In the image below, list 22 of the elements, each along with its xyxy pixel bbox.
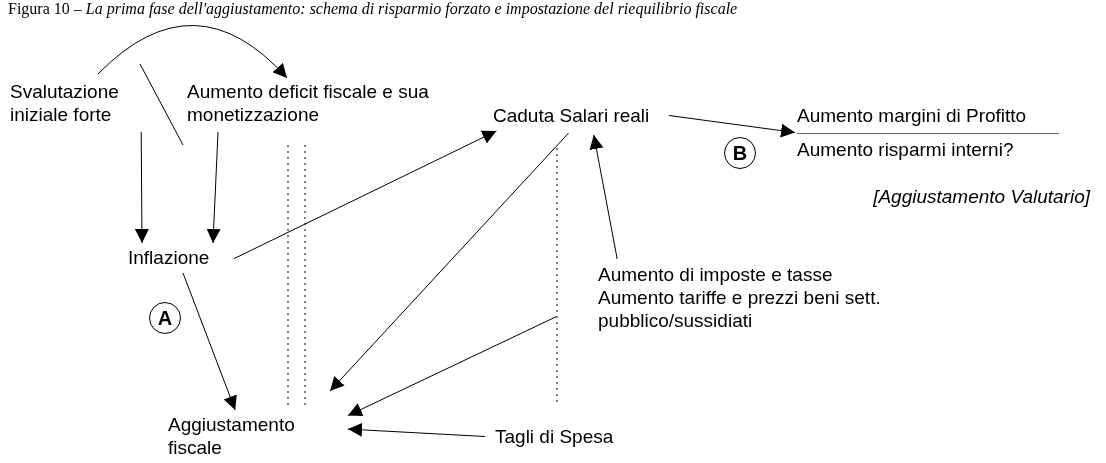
node-text: Aumento deficit fiscale e sua monetizzazione — [187, 80, 430, 126]
arrow — [329, 132, 570, 392]
node-text: Aumento tariffe e prezzi beni sett. pubblico/sussidiati — [598, 286, 882, 332]
arrow — [134, 131, 149, 244]
note-text: [Aggiustamento Valutario] — [873, 186, 1090, 208]
arrow — [233, 130, 497, 260]
node-text: Aumento risparmi interni? — [797, 133, 1059, 161]
node-text: Inflazione — [128, 246, 211, 269]
node-text: Aumento margini di Profitto — [797, 104, 1028, 127]
node-text: Aggiustamento fiscale — [168, 413, 296, 459]
arrow — [97, 25, 288, 79]
node-text: Caduta Salari reali — [493, 104, 651, 127]
arrow — [206, 131, 221, 244]
arrow — [347, 422, 486, 437]
node-text: Aumento di imposte e tasse — [598, 263, 834, 286]
figure-title: Figura 10 – La prima fase dell'aggiustamento: schema di risparmio forzato e impostazione del riequilibrio fiscale — [8, 0, 738, 18]
node-text: Svalutazione iniziale forte — [10, 80, 120, 126]
node-text: Tagli di Spesa — [495, 425, 615, 448]
arrow — [347, 316, 557, 417]
arrow — [182, 272, 237, 411]
arrow — [668, 115, 796, 138]
arrow — [589, 134, 618, 260]
